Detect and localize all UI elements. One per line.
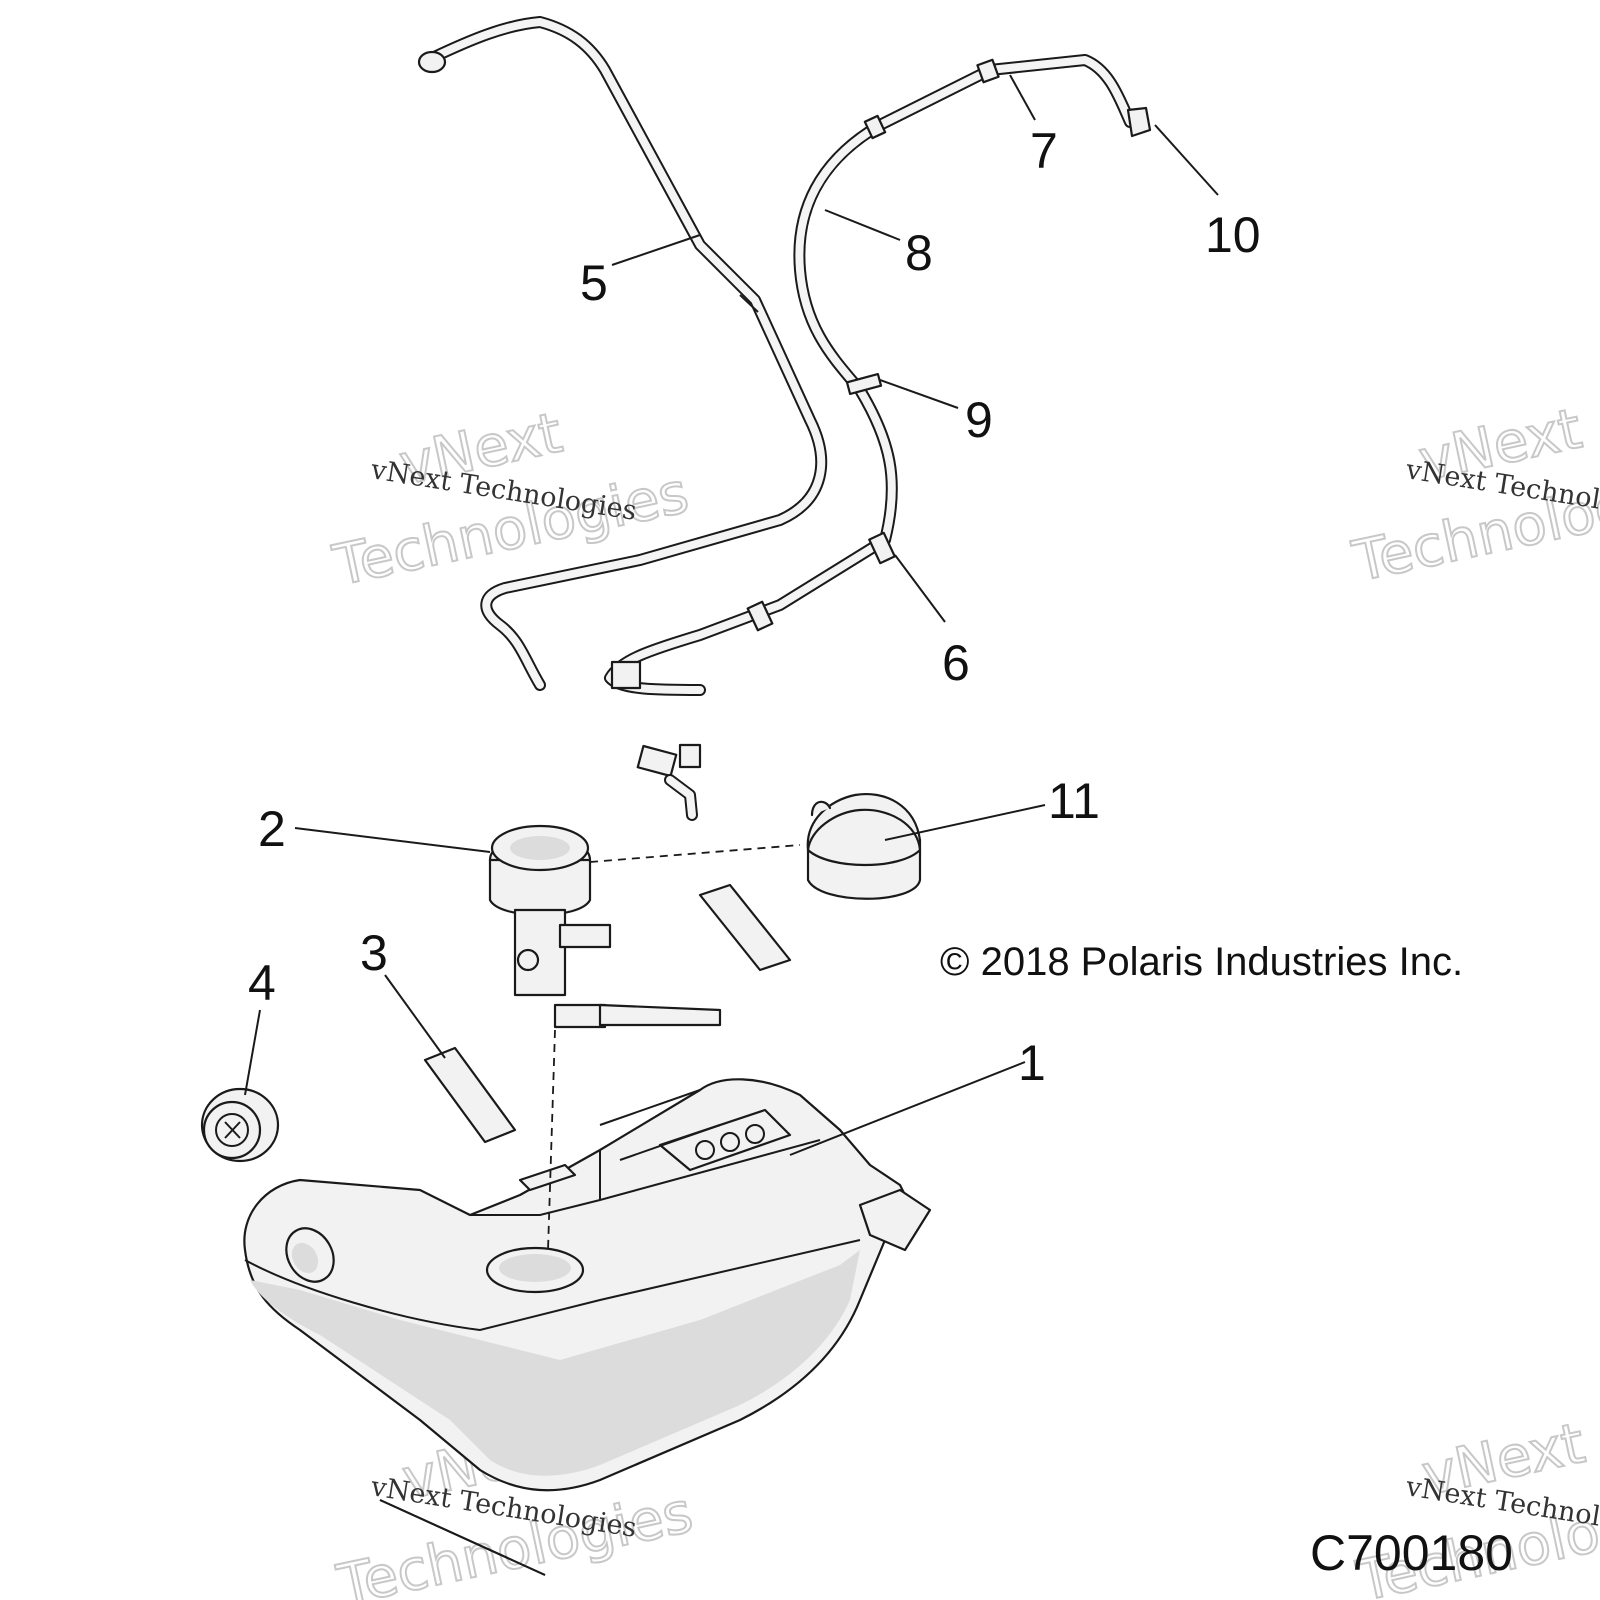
callout-7: 7 [1030, 123, 1058, 179]
pad-part-3 [423, 1046, 517, 1144]
fuel-cap-part-4 [200, 1087, 280, 1163]
hose-clip-upper [863, 114, 887, 140]
callout-1: 1 [1018, 1035, 1046, 1091]
hose-tee-fitting [610, 660, 642, 690]
leader-6 [894, 554, 946, 623]
hose-joint [739, 294, 759, 313]
fuel-tank-part-1 [243, 1078, 932, 1576]
leader-5 [611, 234, 701, 266]
figure-id: C700180 [1310, 1525, 1513, 1581]
callout-6: 6 [942, 635, 970, 691]
alignment-line-2-11 [589, 844, 801, 863]
leader-4 [244, 1009, 261, 1096]
hose-clip-part-9 [845, 372, 883, 396]
leader-7 [1009, 74, 1036, 121]
leader-3 [384, 974, 446, 1059]
copyright-notice: © 2018 Polaris Industries Inc. [940, 940, 1463, 984]
hose-connector-part-10 [1126, 106, 1152, 138]
vent-hose-part-5 [417, 16, 828, 691]
leader-11 [884, 804, 1046, 841]
callout-5: 5 [580, 255, 608, 311]
pad-strip [698, 883, 792, 972]
callout-4: 4 [248, 955, 276, 1011]
callout-9: 9 [965, 392, 993, 448]
vent-hose-part-8 [604, 54, 1152, 696]
hose-end-fitting [417, 50, 447, 74]
callout-2: 2 [258, 801, 286, 857]
leader-8 [824, 209, 901, 241]
alignment-line-pump-tank [547, 1029, 556, 1251]
hose-clip-lower [746, 600, 774, 632]
callout-8: 8 [905, 225, 933, 281]
callout-3: 3 [360, 925, 388, 981]
pump-cover-part-11 [806, 793, 922, 900]
leader-2 [294, 827, 491, 853]
leader-1 [789, 1061, 1026, 1156]
hose-clip-part-6 [868, 531, 896, 565]
fuel-pump-part-2 [488, 824, 722, 1029]
leader-lines [244, 74, 1219, 1156]
hose-clip-part-7 [976, 58, 1000, 84]
leader-9 [879, 379, 959, 409]
callout-10: 10 [1205, 207, 1261, 263]
pump-connector [636, 743, 702, 821]
leader-10 [1154, 124, 1219, 196]
callout-11: 11 [1048, 773, 1100, 829]
